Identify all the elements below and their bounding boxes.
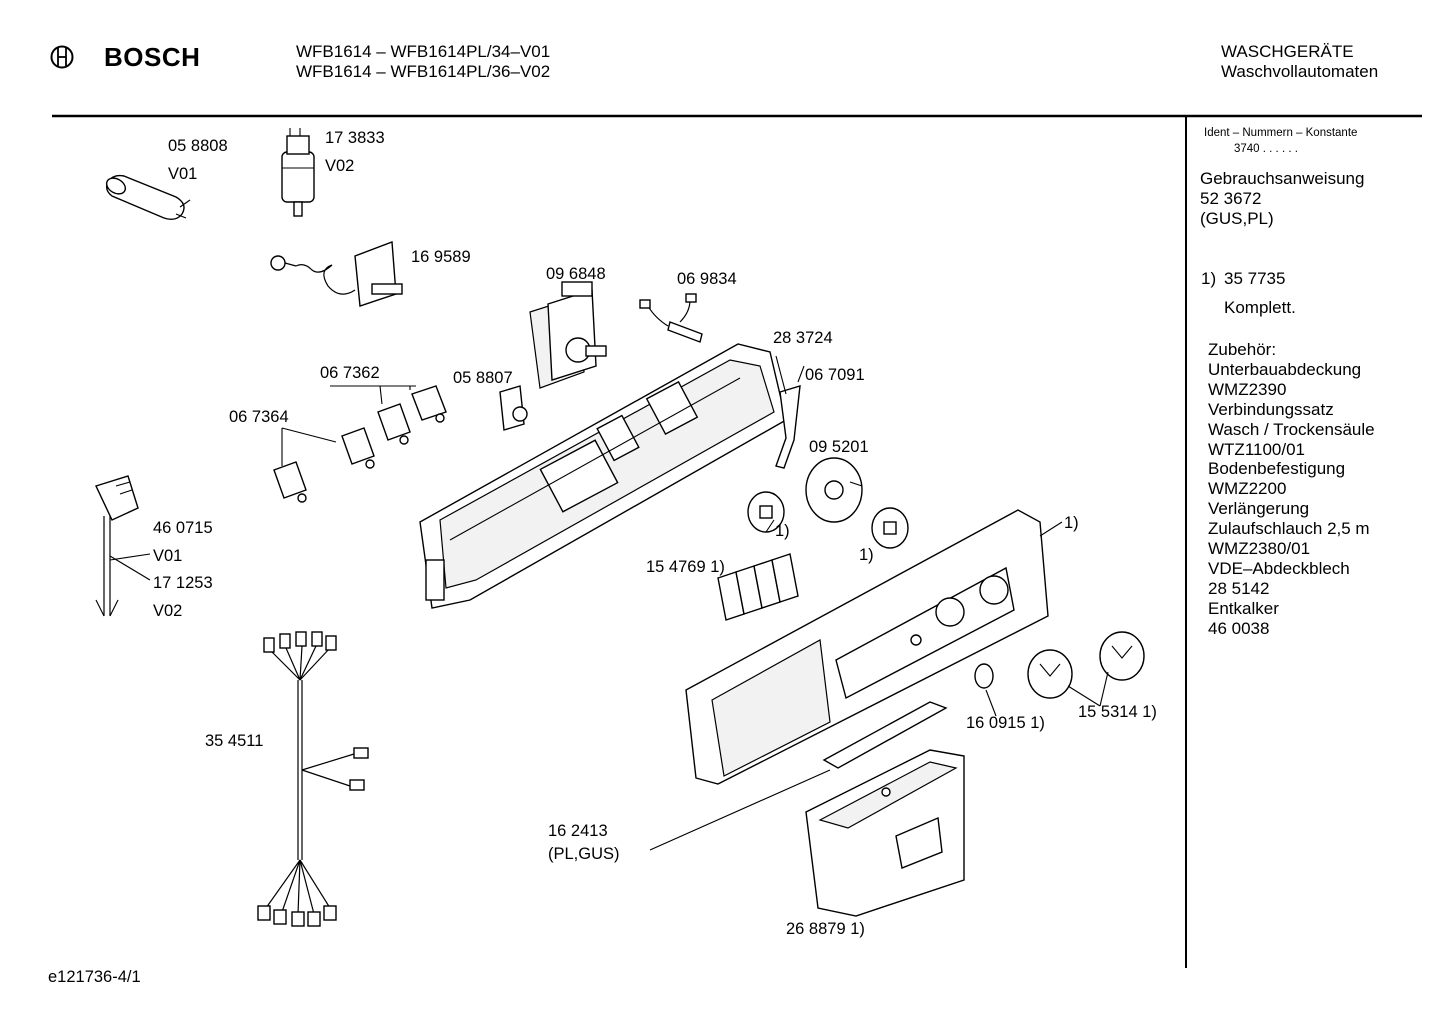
part-variant-460715: V01 (153, 547, 183, 565)
part-label-283724: 28 3724 (773, 329, 833, 347)
part-label-067091: 06 7091 (805, 366, 865, 384)
accessory-line: WMZ2380/01 (1208, 539, 1311, 559)
accessory-line: VDE–Abdeckblech (1208, 558, 1350, 578)
part-label-460715: 46 0715 (153, 519, 213, 537)
part-label-171253: 17 1253 (153, 574, 213, 592)
part-label-173833: 17 3833 (325, 129, 385, 147)
part-label-067362: 06 7362 (320, 364, 380, 382)
capacitor-v02-part (281, 128, 315, 217)
accessory-line: WMZ2200 (1208, 479, 1287, 499)
note-marker-b: 1) (859, 546, 874, 564)
part-label-169589: 16 9589 (411, 248, 471, 266)
dispenser-drawer-part (805, 749, 965, 917)
accessory-line: Verbindungssatz (1208, 399, 1334, 419)
capacitor-part (105, 174, 191, 221)
note-number: 35 7735 (1224, 269, 1286, 288)
panel-strip-part (649, 701, 948, 851)
accessory-line: Wasch / Trockensäule (1208, 419, 1375, 439)
part-label-058807: 05 8807 (453, 369, 513, 387)
part-label-160915: 16 0915 1) (966, 714, 1045, 732)
model-line-2: WFB1614 – WFB1614PL/36–V02 (296, 62, 551, 81)
wiring-harness-part (257, 631, 369, 927)
manual-variants: (GUS,PL) (1200, 209, 1274, 228)
model-line-1: WFB1614 – WFB1614PL/34–V01 (296, 42, 551, 61)
accessory-line: Zubehör: (1208, 340, 1277, 359)
manual-number: 52 3672 (1200, 189, 1262, 208)
accessory-line: Verlängerung (1208, 499, 1310, 519)
part-label-058808: 05 8808 (168, 137, 228, 155)
note-text: Komplett. (1224, 298, 1296, 317)
front-fascia-part (685, 509, 1063, 785)
part-label-069834: 06 9834 (677, 270, 737, 288)
program-timer-part (529, 281, 607, 389)
part-label-096848: 09 6848 (546, 265, 606, 283)
selector-knob-parts (747, 491, 909, 549)
accessory-line: Unterbauabdeckung (1208, 359, 1362, 379)
rotary-knob-parts (1027, 631, 1145, 707)
accessory-line: WMZ2390 (1208, 379, 1287, 399)
accessory-line: WTZ1100/01 (1208, 439, 1306, 459)
part-label-154769: 15 4769 1) (646, 558, 725, 576)
bosch-logo-icon (50, 45, 74, 69)
accessory-line: Zulaufschlauch 2,5 m (1208, 519, 1370, 539)
category-line-1: WASCHGERÄTE (1221, 42, 1354, 61)
brand-wordmark: BOSCH (104, 42, 201, 72)
part-variant-171253: V02 (153, 602, 183, 620)
part-label-354511: 35 4511 (205, 732, 264, 750)
manual-title: Gebrauchsanweisung (1200, 169, 1365, 188)
note-marker-a: 1) (775, 522, 790, 540)
ident-title: Ident – Nummern – Konstante (1204, 127, 1358, 139)
control-panel-frame-part (419, 343, 787, 609)
accessory-line: 46 0038 (1208, 618, 1270, 638)
lever-part (775, 355, 805, 469)
category-line-2: Waschvollautomaten (1221, 62, 1379, 81)
push-switch-parts (273, 385, 447, 503)
part-variant-058808: V01 (168, 165, 198, 183)
temperature-regulator-part (270, 241, 403, 307)
part-label-162413: 16 2413 (548, 822, 608, 840)
potentiometer-part (499, 385, 528, 431)
accessory-line: Entkalker (1208, 598, 1279, 618)
part-label-095201: 09 5201 (809, 438, 869, 456)
knob-base-part (805, 457, 863, 523)
note-ref: 1) (1201, 269, 1217, 288)
part-label-067364: 06 7364 (229, 408, 289, 426)
drawing-id: e121736-4/1 (48, 968, 141, 986)
button-set-part (717, 553, 799, 621)
part-label-268879: 26 8879 1) (786, 920, 865, 938)
accessories-list: Zubehör: Unterbauabdeckung WMZ2390 Verbi… (1208, 340, 1375, 639)
sensor-wire-part (639, 293, 703, 343)
note-marker-c: 1) (1064, 514, 1079, 532)
mains-cable-part (95, 475, 151, 617)
accessory-line: 28 5142 (1208, 578, 1270, 598)
ident-value: 3740 . . . . . . (1234, 143, 1298, 155)
part-variant-173833: V02 (325, 157, 355, 175)
accessory-line: Bodenbefestigung (1208, 459, 1346, 479)
part-variant-162413: (PL,GUS) (548, 845, 620, 863)
small-knob-part (974, 663, 997, 717)
part-label-155314: 15 5314 1) (1078, 703, 1157, 721)
